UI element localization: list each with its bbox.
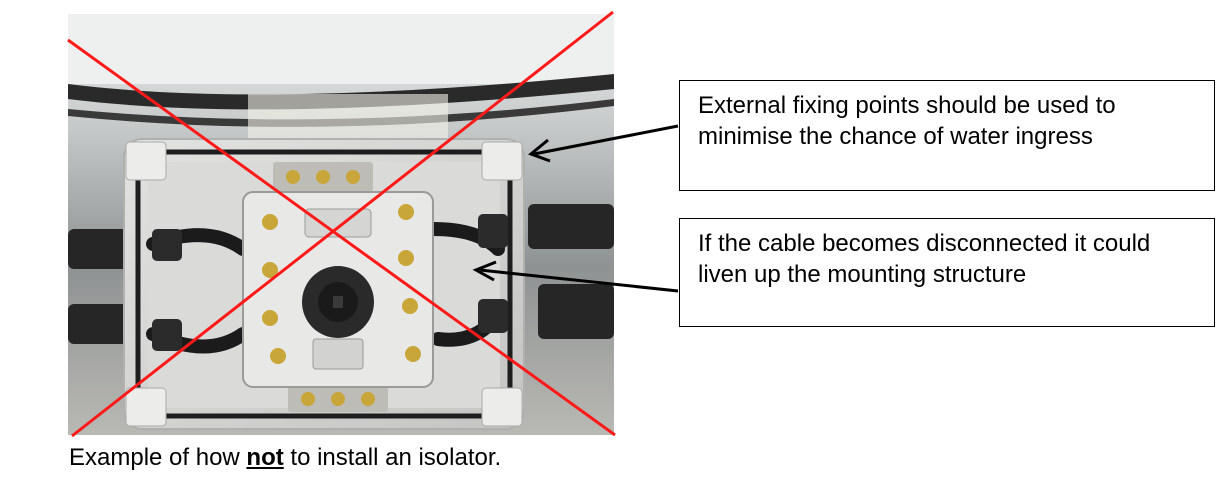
photo-caption: Example of how not to install an isolato… [69,441,501,475]
switch-lock-tab [312,338,364,370]
gland-left-top [152,229,182,261]
switch-screw [402,298,418,314]
fixing-post-bl [125,387,167,427]
gland-right-bottom [478,299,508,333]
switch-screw [262,262,278,278]
terminal-screw [301,392,315,406]
callout-water-ingress-text: External fixing points should be used to… [698,92,1116,150]
callout-cable-disconnect: If the cable becomes disconnected it cou… [679,218,1215,327]
switch-screw [398,250,414,266]
terminal-screw [346,170,360,184]
switch-knob-slot [333,296,343,308]
switch-screw [262,310,278,326]
switch-screw [405,346,421,362]
connector-left-bottom [68,304,128,344]
caption-text-after: to install an isolator. [283,444,502,471]
terminal-screw [316,170,330,184]
gland-left-bottom [152,319,182,351]
top-panel [68,14,614,84]
terminal-screw [331,392,345,406]
connector-right-bottom [538,284,614,339]
terminal-screw [286,170,300,184]
gland-right-top [478,214,508,248]
switch-screw [262,214,278,230]
callout-cable-disconnect-text: If the cable becomes disconnected it cou… [698,230,1151,288]
terminal-screw [361,392,375,406]
connector-right-top [528,204,614,249]
switch-screw [270,348,286,364]
isolator-photo [68,14,614,435]
caption-text-before: Example of how [69,444,247,471]
fixing-post-tl [125,141,167,181]
switch-latch [304,208,372,238]
callout-water-ingress: External fixing points should be used to… [679,80,1215,191]
switch-screw [398,204,414,220]
fixing-post-br [481,387,523,427]
fixing-post-tr [481,141,523,181]
caption-emphasis: not [246,444,284,471]
isolator-enclosure-illustration [68,14,614,435]
